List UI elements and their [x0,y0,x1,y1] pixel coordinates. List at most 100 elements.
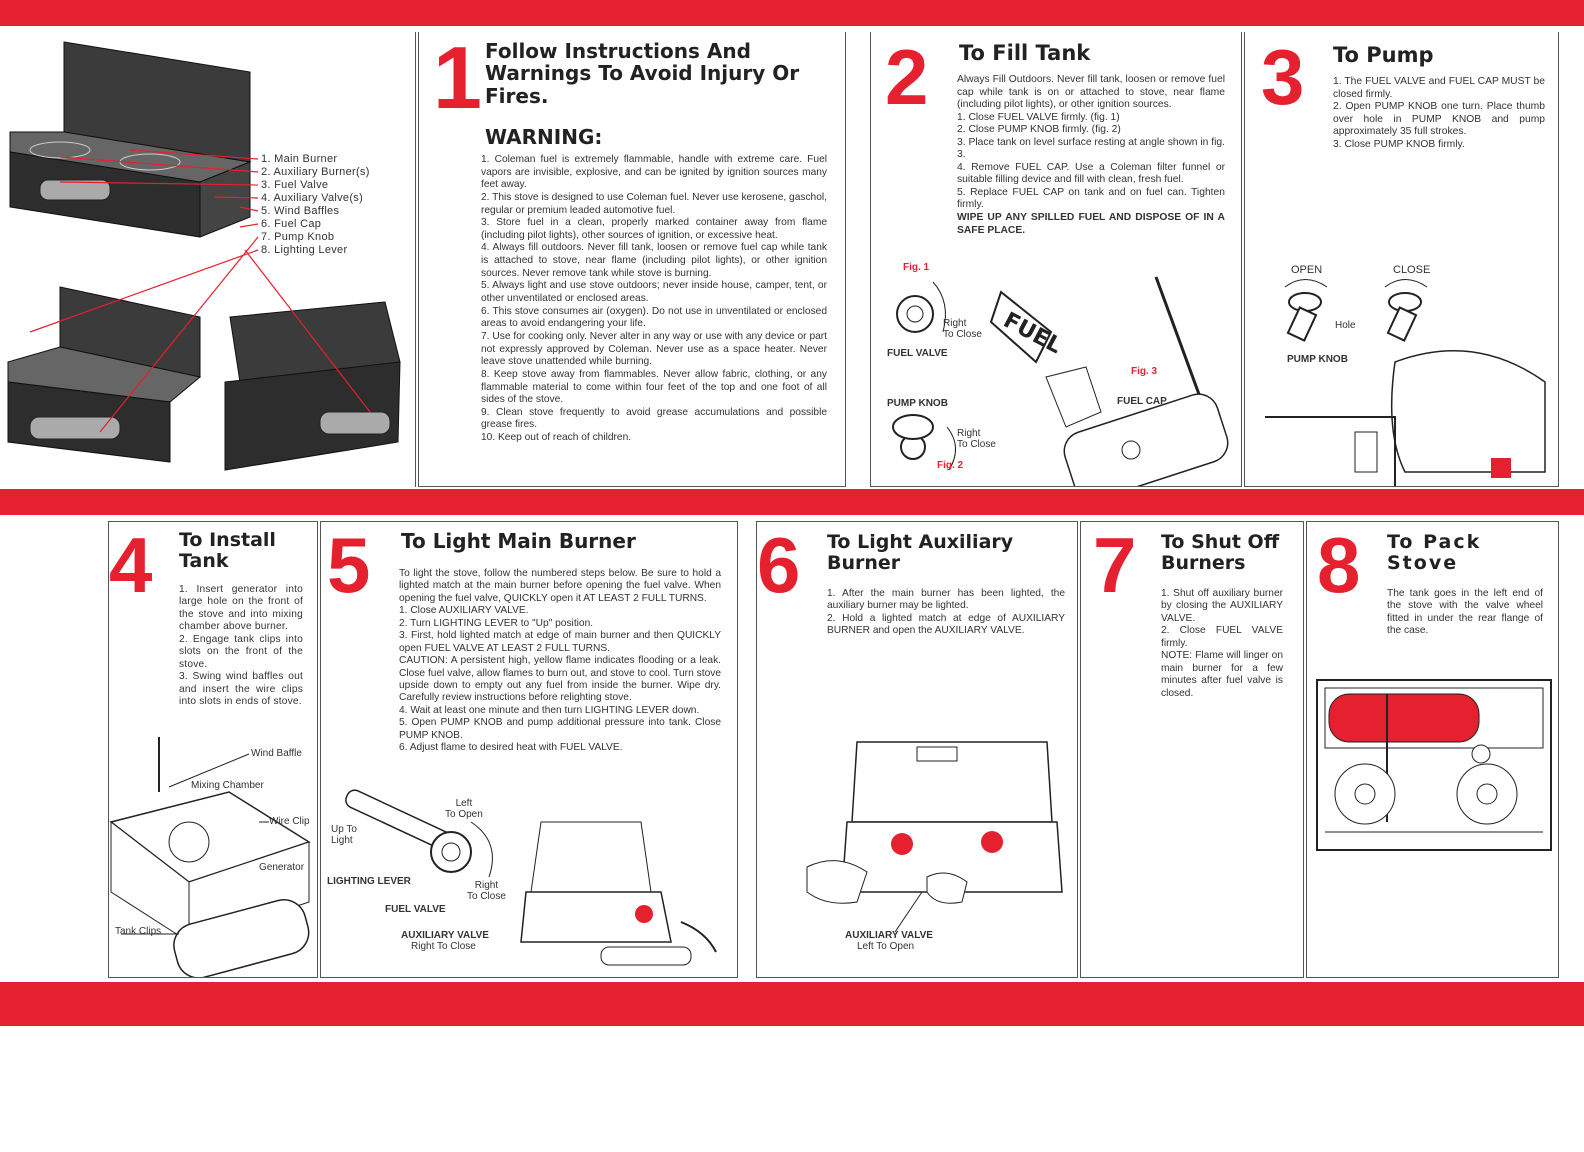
fuel-valve-label: FUEL VALVE [385,904,446,915]
warning-item: 3. Store fuel in a clean, properly marke… [481,217,827,241]
step2-panel: 2 To Fill Tank Always Fill Outdoors. Nev… [870,32,1242,487]
step-title: To Shut Off Burners [1161,531,1280,575]
step-item: 6. Adjust flame to desired heat with FUE… [399,742,623,754]
step-item: 3. Close PUMP KNOB firmly. [1333,138,1465,150]
aux-valve-label: AUXILIARY VALVE [401,930,489,941]
step-item: 3. First, hold lighted match at edge of … [399,630,721,654]
hole-label: Hole [1335,320,1356,331]
top-red-band [0,0,1584,26]
step-item: 1. Shut off auxiliary burner by closing … [1161,588,1283,624]
step-title: To Fill Tank [959,41,1091,65]
step3-panel: 3 To Pump 1. The FUEL VALVE and FUEL CAP… [1244,32,1559,487]
step-number: 7 [1093,521,1136,609]
step-item: 1. Insert generator into large hole on t… [179,584,303,633]
caution: CAUTION: A persistent high, yellow flame… [399,655,721,704]
legend-item: 2. Auxiliary Burner(s) [261,166,370,178]
step-item: 1. After the main burner has been lighte… [827,588,1065,612]
right-to-close-label: Right To Close [467,880,506,902]
warning-item: 10. Keep out of reach of children. [481,432,632,444]
step4-panel: 4 To Install Tank 1. Insert generator in… [108,521,318,978]
step-number: 5 [327,521,370,609]
stove-top-illustration [7,41,401,471]
warning-item: 1. Coleman fuel is extremely flammable, … [481,154,827,191]
legend-item: 1. Main Burner [261,153,338,165]
step8-panel: 8 To Pack Stove The tank goes in the lef… [1306,521,1559,978]
step-number: 1 [433,32,482,127]
wind-baffle-label: Wind Baffle [251,748,302,759]
parts-panel: 1. Main Burner 2. Auxiliary Burner(s) 3.… [0,32,416,487]
step-text: The tank goes in the left end of the sto… [1387,588,1543,637]
step-text: 1. After the main burner has been lighte… [827,588,1065,638]
fill-tank-illustration [892,276,1229,486]
aux-right-label: Right To Close [411,941,476,952]
step-item: 2. Open PUMP KNOB one turn. Place thumb … [1333,101,1545,138]
warning-item: 9. Clean stove frequently to avoid greas… [481,406,827,431]
step-title: To Light Auxiliary Burner [827,531,1014,575]
light-main-illustration [345,789,717,966]
pump-knob-label: PUMP KNOB [887,398,948,409]
step-item: 2. Close PUMP KNOB firmly. (fig. 2) [957,124,1121,136]
warning-item: 6. This stove consumes air (oxygen). Do … [481,305,827,330]
step1-panel: 1 Follow Instructions And Warnings To Av… [418,32,846,487]
step-number: 6 [757,521,800,609]
step-item: 4. Wait at least one minute and then tur… [399,704,700,716]
step-item: 2. Hold a lighted match at edge of AUXIL… [827,612,1065,637]
step-item: 2. Turn LIGHTING LEVER to "Up" position. [399,617,594,629]
wire-clip-label: Wire Clip [269,816,310,827]
bottom-red-band [0,982,1584,1026]
legend-item: 7. Pump Knob [261,231,335,243]
fuel-cap-label: FUEL CAP [1117,396,1167,407]
middle-red-band [0,489,1584,515]
step-item: 1. Close AUXILIARY VALVE. [399,605,529,617]
step-title: To Pump [1333,43,1434,67]
step7-panel: 7 To Shut Off Burners 1. Shut off auxili… [1080,521,1304,978]
fig2-label: Fig. 2 [937,460,964,471]
step-title: To Light Main Burner [401,529,636,553]
intro: To light the stove, follow the numbered … [399,568,721,604]
open-label: OPEN [1291,264,1323,276]
step6-panel: 6 To Light Auxiliary Burner 1. After the… [756,521,1078,978]
step-item: 1. Close FUEL VALVE firmly. (fig. 1) [957,111,1120,123]
warning-item: 4. Always fill outdoors. Never fill tank… [481,242,827,279]
warning-item: 2. This stove is designed to use Coleman… [481,191,827,216]
fuel-valve-label: FUEL VALVE [887,348,948,359]
step-text: Always Fill Outdoors. Never fill tank, l… [957,74,1225,237]
mixing-chamber-label: Mixing Chamber [191,780,264,791]
step-text: 1. Insert generator into large hole on t… [179,584,303,708]
parts-legend: 1. Main Burner 2. Auxiliary Burner(s) 3.… [261,153,370,257]
step-item: 5. Replace FUEL CAP on tank and on fuel … [957,186,1225,211]
step-title: Follow Instructions And Warnings To Avoi… [485,39,800,108]
warning-item: 5. Always light and use stove outdoors; … [481,280,827,305]
warning-item: 8. Keep stove away from flammables. Neve… [481,368,827,406]
warning-list: 1. Coleman fuel is extremely flammable, … [481,154,827,445]
warning-item: 7. Use for cooking only. Never alter in … [481,330,827,368]
closing-warning: WIPE UP ANY SPILLED FUEL AND DISPOSE OF … [957,212,1225,236]
step-number: 8 [1317,521,1360,609]
legend-item: 8. Lighting Lever [261,244,348,256]
aux-valve-label: AUXILIARY VALVE [845,930,933,941]
fig1-label: Fig. 1 [903,262,930,273]
step-item: 3. Swing wind baffles out and insert the… [179,671,303,707]
legend-item: 6. Fuel Cap [261,218,322,230]
step-item: 3. Place tank on level surface resting a… [957,136,1225,161]
step-item: 2. Engage tank clips into slots on the f… [179,633,303,670]
right-to-close-label: Right To Close [943,318,982,340]
step-item: 5. Open PUMP KNOB and pump additional pr… [399,717,721,741]
fig3-label: Fig. 3 [1131,366,1158,377]
pump-illustration [1265,279,1546,486]
intro: Always Fill Outdoors. Never fill tank, l… [957,74,1225,111]
tank-clips-label: Tank Clips [115,926,162,937]
close-label: CLOSE [1393,264,1431,276]
legend-item: 4. Auxiliary Valve(s) [261,192,364,204]
step5-panel: 5 To Light Main Burner To light the stov… [320,521,738,978]
light-aux-illustration [806,741,1063,933]
left-to-open-label: Left To Open [445,798,483,820]
right-to-close-label: Right To Close [957,428,996,450]
step-text: To light the stove, follow the numbered … [399,568,721,755]
step-item: 2. Close FUEL VALVE firmly. [1161,625,1283,649]
step-text: 1. Shut off auxiliary burner by closing … [1161,588,1283,700]
step-title: To Pack Stove [1387,531,1482,575]
step-title: To Install Tank [179,529,276,573]
generator-label: Generator [259,862,305,873]
legend-item: 5. Wind Baffles [261,205,340,217]
